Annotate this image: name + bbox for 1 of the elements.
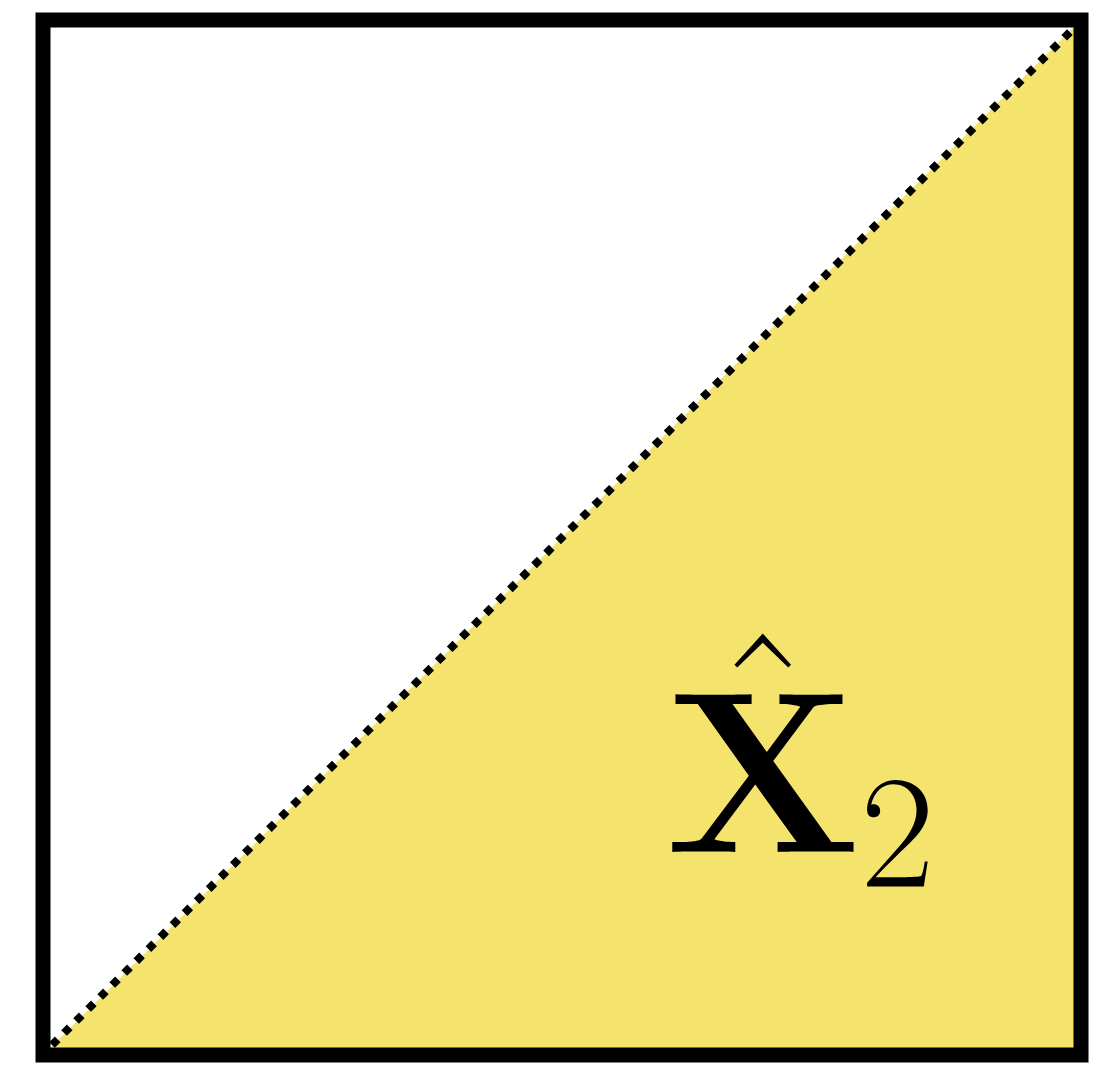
- shaded-triangle: $\hat{\mathbf{X}}_2$: [43, 20, 1081, 1055]
